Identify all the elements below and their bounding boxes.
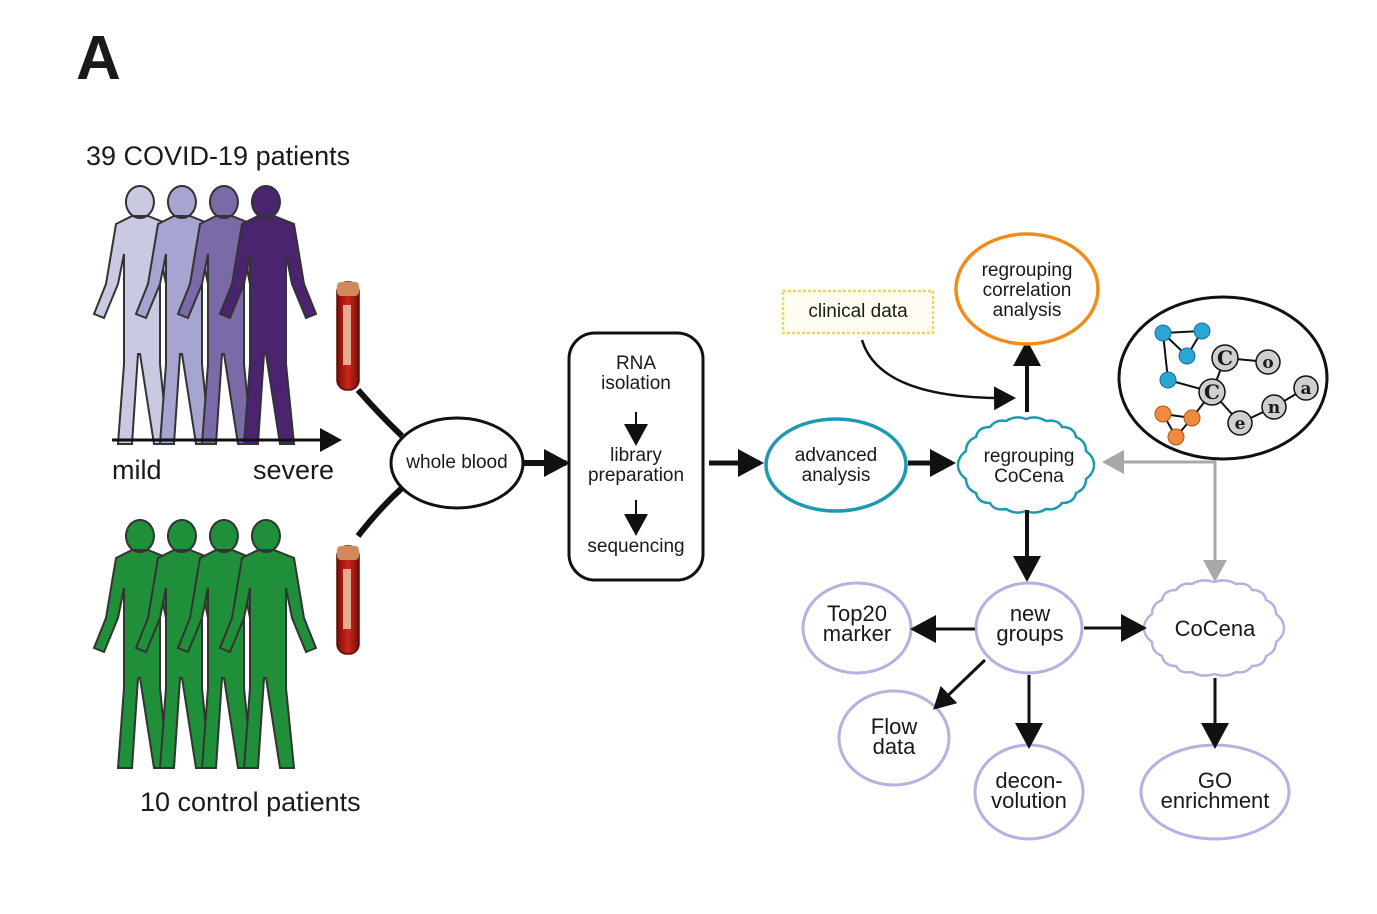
cocena-node xyxy=(1142,579,1286,677)
severity-low-label: mild xyxy=(112,455,162,485)
logo-letter: o xyxy=(1262,353,1273,373)
flow-data-node xyxy=(837,689,951,787)
new-groups-node xyxy=(974,581,1084,675)
regrouping-correlation-node xyxy=(954,232,1100,346)
person-severe-icon xyxy=(218,185,318,445)
logo-letter: C xyxy=(1217,346,1233,370)
control-cohort-title: 10 control patients xyxy=(140,787,361,817)
library-preparation-label: library preparation xyxy=(587,445,685,486)
blood-tube-control-icon xyxy=(336,545,360,655)
control-to-blood-connector xyxy=(355,485,405,538)
clinical-data-label: clinical data xyxy=(808,301,908,322)
regrouping-cocena-node xyxy=(956,416,1096,514)
logo-letter: n xyxy=(1268,398,1280,418)
rna-isolation-label: RNA isolation xyxy=(601,353,671,394)
advanced-analysis-label: advanced analysis xyxy=(794,445,878,486)
whole-blood-node xyxy=(389,416,525,510)
cocena-label: CoCena xyxy=(1174,616,1256,641)
cocena-logo-icon: C o C e n a xyxy=(1117,295,1329,461)
person-control-icon xyxy=(218,519,318,769)
flow-data-label: Flow data xyxy=(870,714,918,759)
covid-patient-figures xyxy=(92,185,318,445)
covid-to-blood-connector xyxy=(355,388,405,439)
arrow-clinical-to-regrouping xyxy=(860,339,1016,411)
sample-prep-box xyxy=(567,331,705,582)
severity-high-label: severe xyxy=(253,455,335,485)
regrouping-cocena-label: regrouping CoCena xyxy=(983,446,1075,487)
new-groups-label: new groups xyxy=(996,601,1064,646)
sequencing-label: sequencing xyxy=(587,536,685,557)
advanced-analysis-node xyxy=(764,417,908,513)
blood-tube-covid-icon xyxy=(336,281,360,391)
covid-cohort-title: 39 COVID-19 patients xyxy=(86,141,351,171)
clinical-data-box xyxy=(781,289,935,335)
arrow-new-groups-to-flow xyxy=(933,658,987,710)
go-enrichment-label: GO enrichment xyxy=(1160,768,1270,813)
panel-label: A xyxy=(76,24,121,93)
top20-marker-label: Top20 marker xyxy=(822,601,892,646)
logo-letter: e xyxy=(1235,414,1246,434)
regrouping-correlation-label: regrouping correlation analysis xyxy=(981,260,1073,321)
logo-letter: C xyxy=(1204,380,1220,404)
whole-blood-label: whole blood xyxy=(406,452,508,473)
control-patient-figures xyxy=(92,519,318,769)
logo-letter: a xyxy=(1300,379,1311,399)
deconvolution-label: decon- volution xyxy=(991,768,1067,813)
